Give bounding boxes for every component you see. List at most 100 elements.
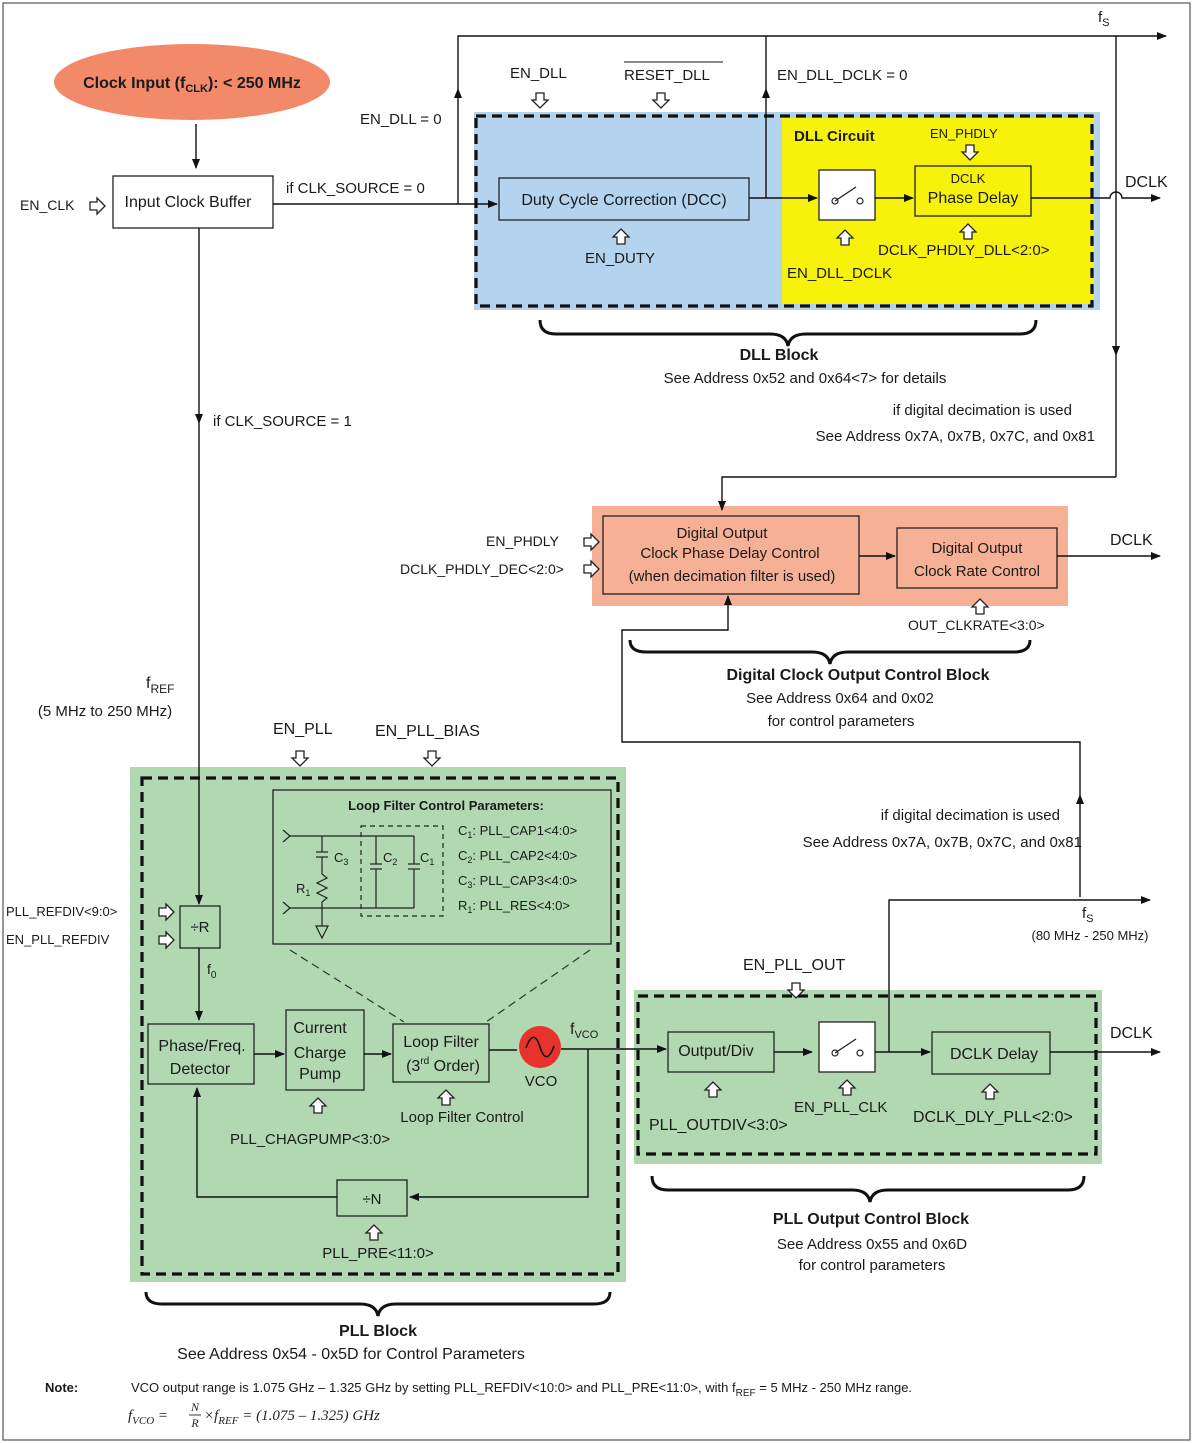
dclk-dly-pll-label: DCLK_DLY_PLL<2:0> bbox=[913, 1109, 1073, 1126]
dig-dclk-out-label: DCLK bbox=[1110, 532, 1153, 549]
en-pll-out-label: EN_PLL_OUT bbox=[743, 957, 845, 974]
pll-output-border bbox=[636, 994, 1098, 1156]
param-c1: C1: PLL_CAP1<4:0> bbox=[458, 823, 577, 840]
note-text: VCO output range is 1.075 GHz – 1.325 GH… bbox=[131, 1380, 912, 1399]
pll-output-brace bbox=[650, 1175, 1086, 1203]
clk-source-0-label: if CLK_SOURCE = 0 bbox=[286, 180, 425, 197]
clk-source-1-arrowhead bbox=[195, 414, 203, 424]
div-r-box bbox=[179, 905, 221, 949]
rate-ctrl-label-1: Digital Output bbox=[932, 540, 1024, 557]
pll-block-desc: See Address 0x54 - 0x5D for Control Para… bbox=[177, 1346, 525, 1363]
c1-schematic-label: C1 bbox=[420, 850, 434, 867]
dll-dclk-out-label: DCLK bbox=[1125, 174, 1168, 191]
pfd-label-2: Detector bbox=[170, 1061, 231, 1078]
en-pll-arrow-icon bbox=[291, 750, 309, 767]
note-formula-rhs: ×fREF = (1.075 – 1.325) GHz bbox=[204, 1408, 380, 1427]
en-pll-label: EN_PLL bbox=[273, 721, 333, 738]
pll-dclk-out-label: DCLK bbox=[1110, 1025, 1153, 1042]
pll-output-region bbox=[634, 990, 1102, 1164]
chagpump-label: PLL_CHAGPUMP<3:0> bbox=[230, 1131, 390, 1148]
dclk-phdly-dec-label: DCLK_PHDLY_DEC<2:0> bbox=[400, 561, 564, 577]
loop-filter-box bbox=[392, 1023, 490, 1083]
vco-sine-icon bbox=[525, 1036, 555, 1058]
cp-label-1: Current bbox=[293, 1020, 347, 1037]
pll-switch-icon bbox=[818, 1021, 876, 1073]
vco-label: VCO bbox=[525, 1073, 558, 1090]
digital-clock-brace bbox=[628, 639, 1032, 665]
phase-ctrl-box bbox=[602, 515, 860, 595]
pll-fs-out-line bbox=[888, 896, 1151, 1052]
en-pll-clk-label: EN_PLL_CLK bbox=[794, 1099, 887, 1116]
lf-label-1: Loop Filter bbox=[403, 1034, 479, 1051]
pll-output-title: PLL Output Control Block bbox=[773, 1211, 969, 1228]
decimation-top-line2: See Address 0x7A, 0x7B, 0x7C, and 0x81 bbox=[816, 428, 1095, 445]
dll-block-title: DLL Block bbox=[740, 347, 819, 364]
clk-source-1-label: if CLK_SOURCE = 1 bbox=[213, 413, 352, 430]
clock-input-oval bbox=[54, 44, 330, 120]
dclk-delay-label: DCLK Delay bbox=[950, 1046, 1038, 1063]
en-pll-bias-arrow-icon bbox=[423, 750, 441, 767]
decimation-top-line1: if digital decimation is used bbox=[893, 402, 1072, 419]
decimation-mid-line1: if digital decimation is used bbox=[881, 807, 1060, 824]
note-formula-den: R bbox=[190, 1416, 199, 1430]
pll-fs-to-phase-ctrl-line bbox=[621, 595, 1081, 897]
dll-fs-label: fS bbox=[1098, 9, 1110, 29]
note-label: Note: bbox=[45, 1380, 78, 1395]
dll-en-phdly-label: EN_PHDLY bbox=[930, 126, 998, 141]
pfd-label-1: Phase/Freq. bbox=[158, 1038, 245, 1055]
loop-filter-params-title: Loop Filter Control Parameters: bbox=[348, 798, 544, 813]
dll-block-border bbox=[474, 114, 1094, 308]
loop-filter-schematic bbox=[282, 825, 444, 940]
param-r1: R1: PLL_RES<4:0> bbox=[458, 898, 570, 915]
div-n-to-pfd-line bbox=[193, 1087, 337, 1198]
cp-label-2: Charge bbox=[294, 1045, 347, 1062]
callout-line-left bbox=[289, 949, 405, 1023]
en-pll-bias-label: EN_PLL_BIAS bbox=[375, 723, 480, 740]
fs-decimation-arrowhead bbox=[1112, 346, 1120, 356]
en-dll-dclk-label: EN_DLL_DCLK bbox=[787, 265, 892, 282]
out-clkrate-label: OUT_CLKRATE<3:0> bbox=[908, 617, 1045, 633]
dll-bypass-arrowhead bbox=[454, 88, 462, 98]
div-n-box bbox=[336, 1179, 408, 1217]
en-duty-label: EN_DUTY bbox=[585, 250, 655, 267]
div-n-label: ÷N bbox=[362, 1191, 381, 1208]
f0-label: f0 bbox=[207, 961, 217, 981]
phase-delay-label-2: Phase Delay bbox=[928, 190, 1019, 207]
note-formula-num: N bbox=[190, 1400, 200, 1414]
en-dll-dclk-eq0-label: EN_DLL_DCLK = 0 bbox=[777, 67, 908, 84]
en-clk-label: EN_CLK bbox=[20, 197, 75, 213]
decimation-to-phase-ctrl-line bbox=[718, 476, 1116, 511]
pll-block-title: PLL Block bbox=[339, 1323, 417, 1340]
c3-schematic-label: C3 bbox=[334, 850, 348, 867]
phase-ctrl-label-1: Digital Output bbox=[677, 525, 769, 542]
vco-feedback-line bbox=[409, 1049, 589, 1201]
dll-bypass-line bbox=[457, 32, 1167, 204]
dll-circuit-label: DLL Circuit bbox=[794, 128, 875, 145]
pfd-box bbox=[147, 1023, 255, 1085]
pll-fs-label: fS bbox=[1082, 905, 1094, 925]
en-pll-refdiv-label: EN_PLL_REFDIV bbox=[6, 932, 110, 947]
dclk-delay-box bbox=[931, 1031, 1051, 1075]
outdiv-label: PLL_OUTDIV<3:0> bbox=[649, 1117, 788, 1134]
cp-label-3: Pump bbox=[299, 1066, 341, 1083]
pll-block-border bbox=[140, 776, 620, 1276]
c2-schematic-label: C2 bbox=[383, 850, 397, 867]
en-clk-arrow-icon bbox=[89, 197, 106, 215]
lf-label-2: (3rd Order) bbox=[406, 1056, 480, 1075]
phase-ctrl-label-3: (when decimation filter is used) bbox=[629, 568, 836, 585]
dig-en-phdly-label: EN_PHDLY bbox=[486, 533, 560, 549]
pll-fs-range-label: (80 MHz - 250 MHz) bbox=[1031, 928, 1148, 943]
pll-output-desc-2: for control parameters bbox=[799, 1257, 946, 1274]
dll-block-desc: See Address 0x52 and 0x64<7> for details bbox=[664, 370, 947, 387]
param-c2: C2: PLL_CAP2<4:0> bbox=[458, 848, 577, 865]
dcc-box bbox=[498, 177, 750, 221]
param-c3: C3: PLL_CAP3<4:0> bbox=[458, 873, 577, 890]
rate-ctrl-label-2: Clock Rate Control bbox=[914, 563, 1040, 580]
output-div-label: Output/Div bbox=[678, 1043, 754, 1060]
loop-filter-control-label: Loop Filter Control bbox=[400, 1109, 523, 1126]
phase-ctrl-label-2: Clock Phase Delay Control bbox=[640, 545, 819, 562]
pll-refdiv-label: PLL_REFDIV<9:0> bbox=[6, 904, 117, 919]
